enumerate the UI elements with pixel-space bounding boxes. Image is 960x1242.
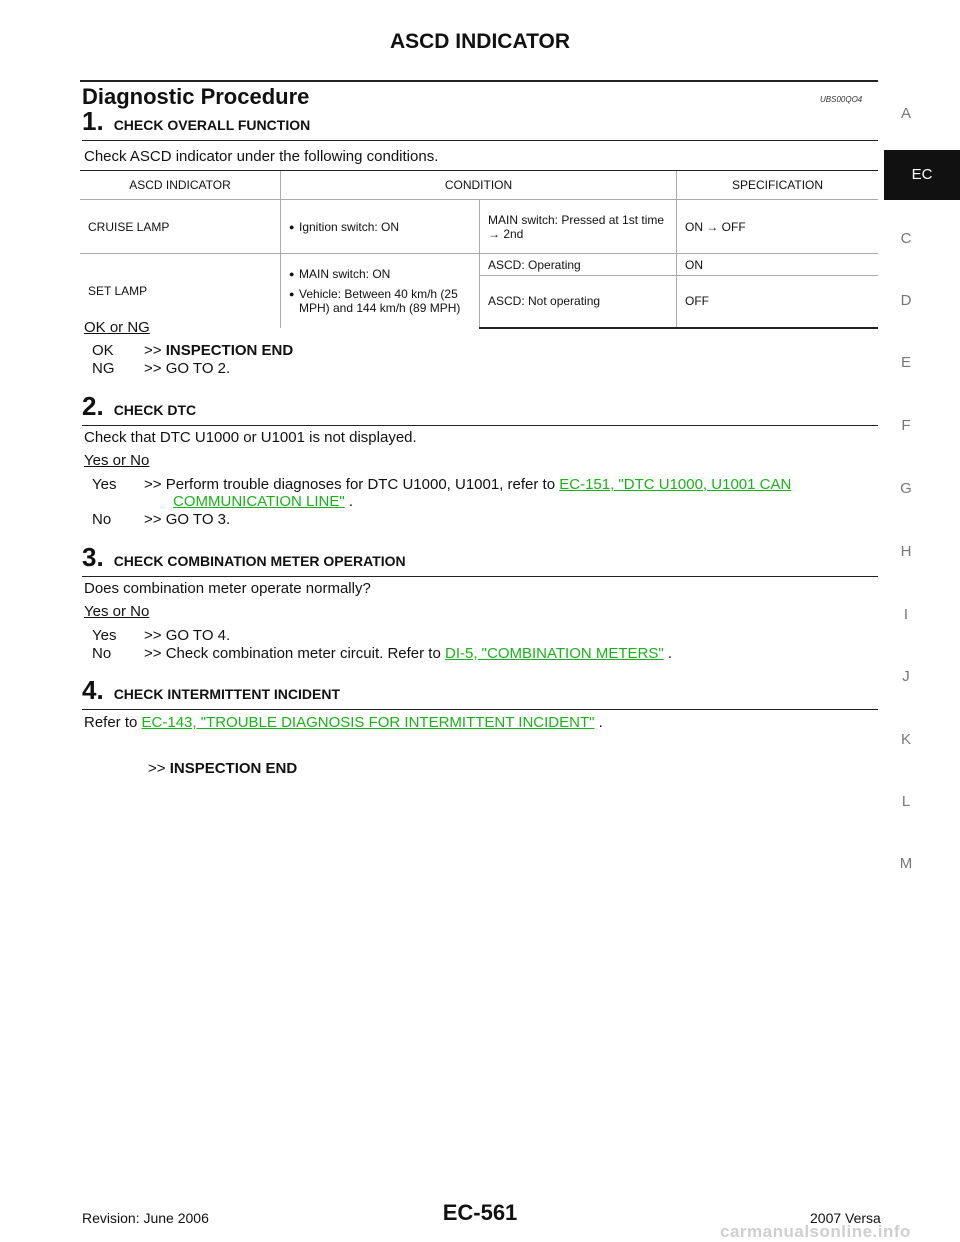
reference-link[interactable]: COMMUNICATION LINE"	[173, 493, 345, 510]
header-rule	[80, 80, 878, 82]
tab-f[interactable]: F	[901, 417, 911, 434]
tab-h[interactable]: H	[900, 543, 912, 560]
table-cell: OFF	[676, 275, 878, 329]
document-id: UBS00QO4	[820, 95, 863, 104]
outcome-key: No	[92, 645, 112, 662]
reference-link[interactable]: EC-151, "DTC U1000, U1001 CAN	[559, 476, 792, 493]
outcome-text: INSPECTION END	[165, 342, 294, 359]
table-row: SET LAMP MAIN switch: ON Vehicle: Betwee…	[80, 253, 878, 328]
step-number: 4.	[82, 675, 104, 705]
table-cell: SET LAMP	[80, 253, 281, 328]
outcome-text: Check combination meter circuit. Refer t…	[165, 645, 441, 662]
table-row: ASCD: Not operating OFF	[80, 275, 878, 329]
outcome-line: >> INSPECTION END	[148, 760, 297, 777]
section-title: Diagnostic Procedure	[82, 84, 310, 109]
step-number: 1.	[82, 106, 104, 136]
section-index-tabs: A EC C D E F G H I J K L M	[884, 0, 960, 1242]
step-after: .	[594, 714, 603, 731]
tab-m[interactable]: M	[899, 855, 913, 872]
step-2-text: Check that DTC U1000 or U1001 is not dis…	[84, 429, 417, 446]
tab-a[interactable]: A	[900, 105, 911, 122]
table-cell: ON	[676, 253, 878, 276]
result-label: Yes or No	[84, 452, 150, 469]
outcome-after: .	[344, 493, 354, 510]
result-label: Yes or No	[84, 603, 150, 620]
table-cell: Ignition switch: ON	[280, 199, 480, 254]
step-number: 3.	[82, 542, 104, 572]
step-title: CHECK COMBINATION METER OPERATION	[113, 553, 406, 569]
outcome-text: GO TO 4.	[165, 627, 231, 644]
tab-g[interactable]: G	[900, 480, 912, 497]
result-label: OK or NG	[84, 319, 150, 336]
table-header-cell: SPECIFICATION	[676, 170, 878, 200]
table-header-cell: ASCD INDICATOR	[80, 170, 281, 200]
page-number: EC-561	[442, 1200, 518, 1225]
table-cell: MAIN switch: Pressed at 1st time → 2nd	[479, 199, 677, 254]
bullet-item: MAIN switch: ON	[289, 267, 471, 281]
step-3-text: Does combination meter operate normally?	[84, 580, 371, 597]
step-1-text: Check ASCD indicator under the following…	[84, 148, 439, 165]
tab-e[interactable]: E	[900, 354, 911, 371]
outcome-key: NG	[92, 360, 115, 377]
table-header-row: ASCD INDICATOR CONDITION SPECIFICATION	[80, 170, 878, 200]
outcome-text: GO TO 2.	[165, 360, 231, 377]
outcome-line: NG >> GO TO 2.	[92, 360, 230, 377]
step-3-heading: 3. CHECK COMBINATION METER OPERATION	[82, 544, 878, 577]
step-text: Refer to	[84, 714, 138, 731]
step-title: CHECK DTC	[113, 402, 197, 418]
outcome-line: No >> GO TO 3.	[92, 511, 230, 528]
table-cell: ON → OFF	[676, 199, 878, 254]
outcome-arrow: >>	[144, 342, 162, 359]
step-title: CHECK OVERALL FUNCTION	[113, 117, 311, 133]
table-cell: MAIN switch: ON Vehicle: Between 40 km/h…	[280, 253, 480, 328]
table-header-cell: CONDITION	[280, 170, 677, 200]
model-year: 2007 Versa	[810, 1210, 881, 1226]
table-row: CRUISE LAMP Ignition switch: ON MAIN swi…	[80, 199, 878, 254]
tab-l[interactable]: L	[901, 793, 911, 810]
outcome-arrow: >>	[144, 645, 162, 662]
step-4-heading: 4. CHECK INTERMITTENT INCIDENT	[82, 677, 878, 710]
outcome-arrow: >>	[144, 627, 162, 644]
revision-date: Revision: June 2006	[82, 1210, 209, 1226]
outcome-arrow: >>	[144, 511, 162, 528]
table-cell: ASCD: Operating	[479, 253, 677, 276]
outcome-key: Yes	[92, 627, 117, 644]
outcome-key: No	[92, 511, 112, 528]
reference-link[interactable]: EC-143, "TROUBLE DIAGNOSIS FOR INTERMITT…	[141, 714, 595, 731]
ascd-indicator-table: ASCD INDICATOR CONDITION SPECIFICATION C…	[80, 170, 878, 329]
reference-link[interactable]: DI-5, "COMBINATION METERS"	[444, 645, 664, 662]
tab-j[interactable]: J	[902, 668, 910, 685]
outcome-arrow: >>	[144, 476, 162, 493]
table-cell: ASCD: Not operating	[479, 275, 677, 329]
tab-d[interactable]: D	[900, 292, 912, 309]
bullet-item: Vehicle: Between 40 km/h (25 MPH) and 14…	[289, 287, 471, 315]
outcome-line: Yes >> GO TO 4.	[92, 627, 230, 644]
outcome-key: Yes	[92, 476, 117, 493]
step-number: 2.	[82, 391, 104, 421]
outcome-line: OK >> INSPECTION END	[92, 342, 293, 359]
outcome-line: Yes >> Perform trouble diagnoses for DTC …	[92, 476, 791, 493]
step-title: CHECK INTERMITTENT INCIDENT	[113, 686, 341, 702]
outcome-text: GO TO 3.	[165, 511, 231, 528]
outcome-after: .	[663, 645, 673, 662]
outcome-key: OK	[92, 342, 114, 359]
watermark: carmanualsonline.info	[720, 1222, 911, 1241]
outcome-arrow: >>	[148, 760, 166, 777]
outcome-text: Perform trouble diagnoses for DTC U1000,…	[165, 476, 556, 493]
tab-ec[interactable]: EC	[884, 150, 960, 200]
table-cell: CRUISE LAMP	[80, 199, 281, 254]
outcome-arrow: >>	[144, 360, 162, 377]
tab-k[interactable]: K	[900, 731, 911, 748]
page-title: ASCD INDICATOR	[389, 30, 571, 53]
step-4-text: Refer to EC-143, "TROUBLE DIAGNOSIS FOR …	[84, 714, 603, 731]
outcome-line-continued: COMMUNICATION LINE" .	[173, 493, 353, 510]
tab-c[interactable]: C	[900, 230, 912, 247]
outcome-text: INSPECTION END	[169, 760, 298, 777]
step-1-heading: 1. CHECK OVERALL FUNCTION	[82, 108, 878, 141]
tab-i[interactable]: I	[903, 606, 909, 623]
bullet-item: Ignition switch: ON	[289, 220, 471, 234]
step-2-heading: 2. CHECK DTC	[82, 393, 878, 426]
outcome-line: No >> Check combination meter circuit. Re…	[92, 645, 672, 662]
